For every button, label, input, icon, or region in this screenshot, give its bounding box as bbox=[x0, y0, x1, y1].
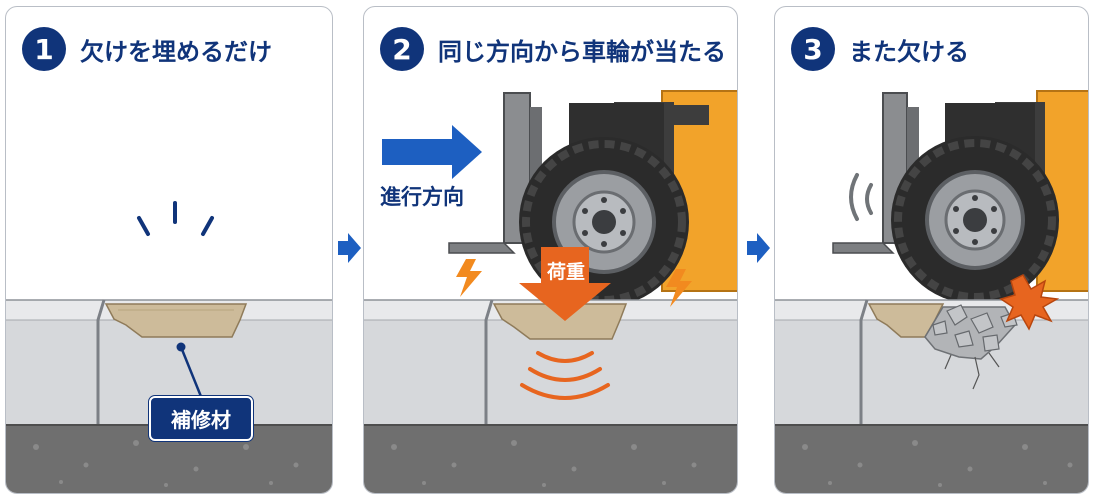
step-badge-3: 3 bbox=[791, 27, 835, 71]
impact-burst-icon bbox=[999, 274, 1060, 331]
repair-material-patch bbox=[492, 303, 628, 340]
step-badge-1: 1 bbox=[22, 27, 66, 71]
panel-2-title: 同じ方向から車輪が当たる bbox=[438, 37, 726, 66]
panel-fill-chip: 1 欠けを埋めるだけ 補修材 bbox=[5, 6, 333, 494]
vibration-waves-icon bbox=[520, 351, 610, 400]
load-arrow-icon bbox=[519, 247, 611, 321]
repair-material-patch bbox=[104, 303, 248, 338]
flow-arrow-icon bbox=[747, 233, 770, 263]
debris-icon bbox=[932, 304, 1018, 352]
motion-lines-icon bbox=[849, 173, 873, 221]
panel-3-header: 3 また欠ける bbox=[775, 7, 1088, 91]
lightning-icon bbox=[666, 269, 692, 307]
wheel-icon bbox=[891, 136, 1059, 304]
panel-2-header: 2 同じ方向から車輪が当たる bbox=[364, 7, 737, 91]
curb-joint bbox=[96, 299, 106, 425]
panel-3-title: また欠ける bbox=[849, 37, 969, 66]
panel-chips-again: 3 また欠ける bbox=[774, 6, 1089, 494]
panel-3-scene bbox=[775, 90, 1088, 493]
repair-material-label: 補修材 bbox=[149, 396, 253, 441]
panel-1-header: 1 欠けを埋めるだけ bbox=[6, 7, 332, 91]
attention-lines-icon bbox=[137, 201, 214, 236]
panel-wheel-impact: 2 同じ方向から車輪が当たる bbox=[363, 6, 738, 494]
load-label: 荷重 bbox=[546, 261, 585, 283]
repair-material-patch bbox=[867, 303, 945, 338]
step-badge-2: 2 bbox=[380, 27, 424, 71]
panel-1-title: 欠けを埋めるだけ bbox=[80, 37, 272, 66]
direction-arrow-icon bbox=[382, 125, 482, 179]
direction-label: 進行方向 bbox=[380, 185, 464, 209]
lightning-icon bbox=[456, 259, 482, 297]
flow-arrow-icon bbox=[338, 233, 361, 263]
panel-2-scene bbox=[364, 90, 737, 493]
